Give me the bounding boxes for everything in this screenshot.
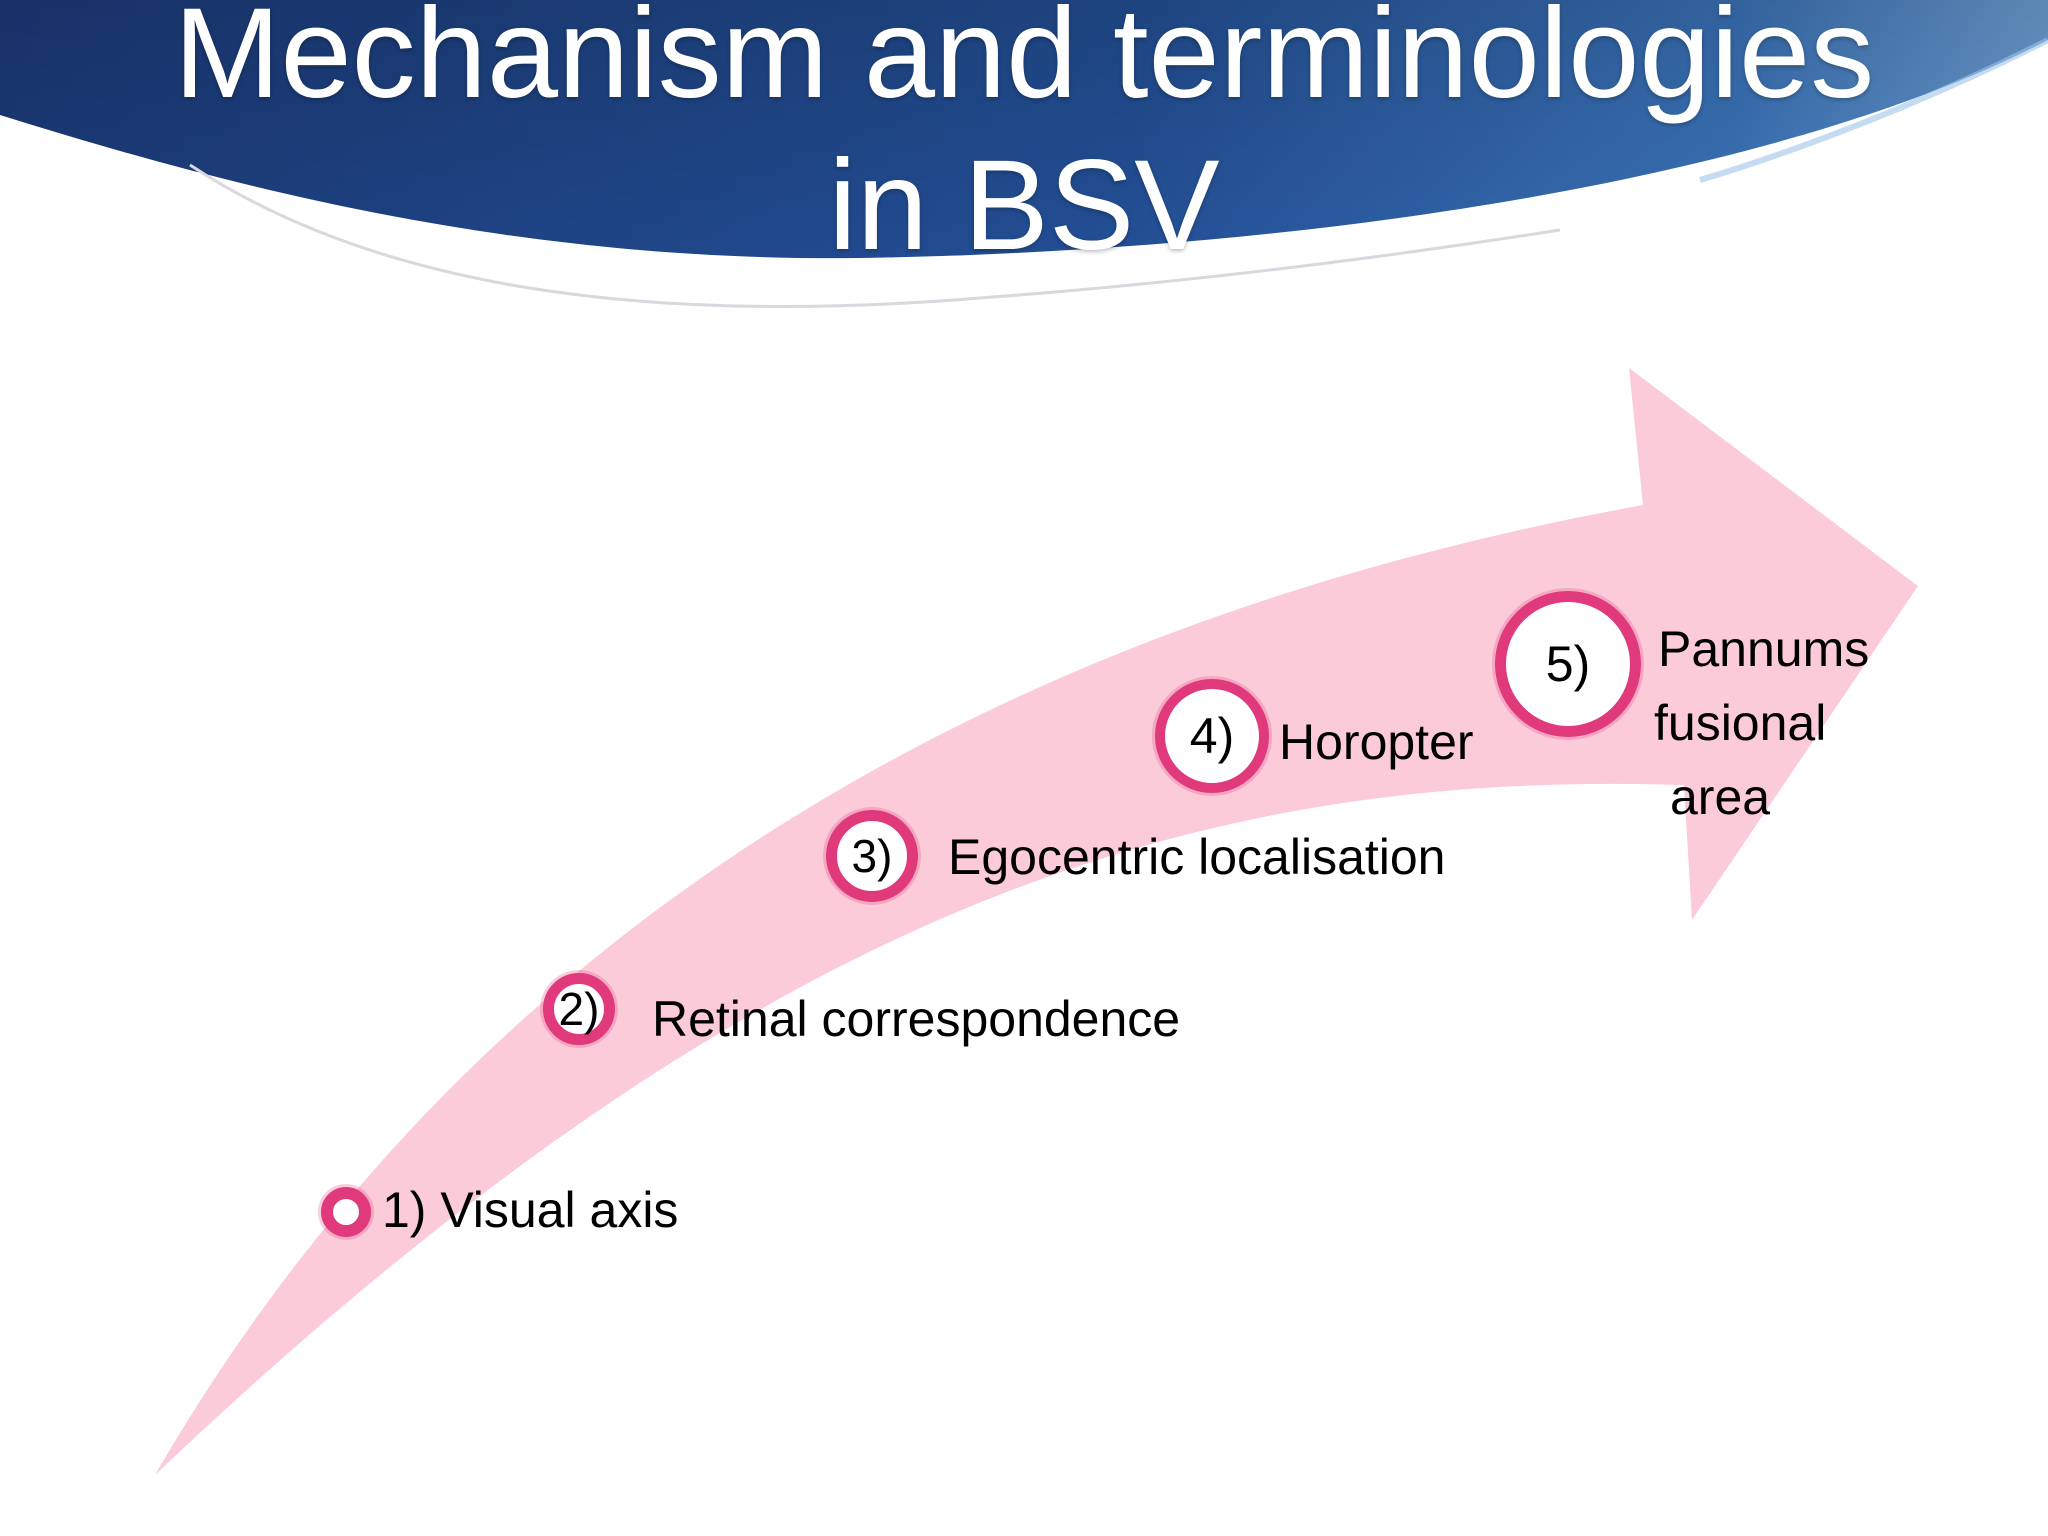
step-4-number: 4)	[1189, 708, 1235, 764]
step-3-label: Egocentric localisation	[948, 829, 1446, 885]
title-line-1: Mechanism and terminologies	[173, 0, 1875, 125]
step-3-marker: 3)	[826, 810, 918, 902]
title-line-2: in BSV	[828, 134, 1220, 277]
step-5-label-line-1: Pannums	[1658, 621, 1870, 677]
step-3-number: 3)	[851, 830, 893, 882]
step-2-label: Retinal correspondence	[652, 991, 1181, 1047]
slide-title: Mechanism and terminologies in BSV	[0, 0, 2048, 282]
step-1-marker	[321, 1187, 371, 1237]
step-5-marker: 5)	[1495, 591, 1641, 737]
step-1-label: 1) Visual axis	[382, 1182, 679, 1238]
header-banner	[0, 0, 2048, 309]
step-5-label-line-3: area	[1670, 769, 1771, 825]
step-4-label: Horopter	[1279, 714, 1474, 770]
arrow-shape	[155, 368, 1918, 1475]
step-5-label-line-2: fusional	[1654, 695, 1827, 751]
step-2-number: 2)	[558, 983, 600, 1035]
step-2-marker: 2)	[543, 973, 615, 1045]
step-4-marker: 4)	[1155, 679, 1269, 793]
step-5-number: 5)	[1545, 636, 1591, 692]
